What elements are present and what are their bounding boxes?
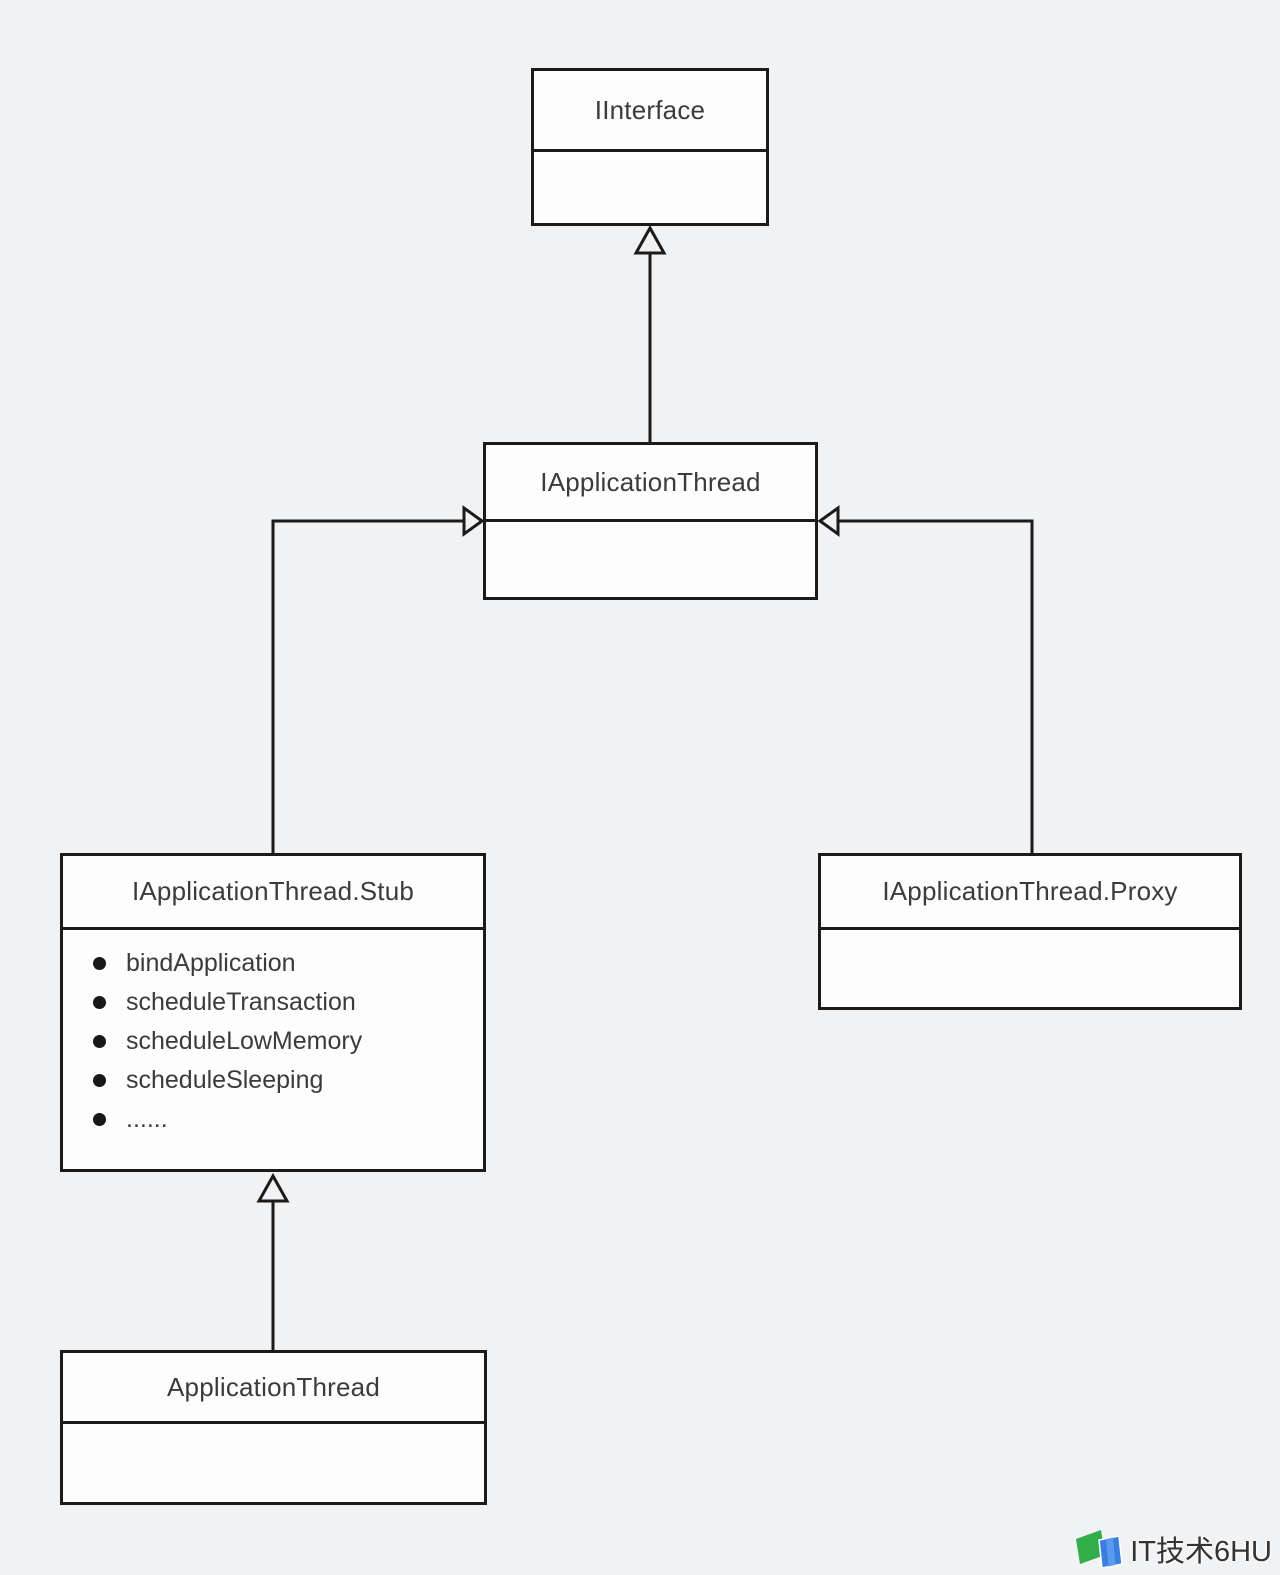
hollow-triangle-arrowhead-icon [633,224,667,255]
class-node-proxy: IApplicationThread.Proxy [818,853,1242,1010]
generalization-arrow-iapplicationthread-to-iinterface [633,224,667,442]
method-list-item: scheduleLowMemory [93,1022,473,1061]
hollow-triangle-arrowhead-icon [817,505,840,537]
generalization-arrow-stub-to-iapplicationthread [271,505,485,853]
class-body-empty [821,930,1239,1007]
bullet-dot-icon [93,1035,106,1048]
method-label: scheduleLowMemory [126,1027,363,1055]
method-label: ...... [126,1105,168,1133]
class-title: IInterface [534,71,766,152]
hollow-triangle-arrowhead-icon [256,1172,290,1203]
bullet-dot-icon [93,1113,106,1126]
bullet-dot-icon [93,996,106,1009]
class-title: IApplicationThread.Stub [63,856,483,930]
method-label: scheduleTransaction [126,988,356,1016]
class-title: IApplicationThread.Proxy [821,856,1239,930]
class-node-stub: IApplicationThread.Stub bindApplication … [60,853,486,1172]
class-title: IApplicationThread [486,445,815,522]
bullet-dot-icon [93,1074,106,1087]
watermark: IT技术6HU [1073,1527,1272,1571]
class-body-empty [63,1424,484,1502]
generalization-arrow-proxy-to-iapplicationthread [817,505,1034,853]
method-list-item: scheduleSleeping [93,1061,473,1100]
class-node-iinterface: IInterface [531,68,769,226]
method-label: scheduleSleeping [126,1066,324,1094]
method-list-item: bindApplication [93,944,473,983]
method-list: bindApplication scheduleTransaction sche… [63,930,483,1139]
method-label: bindApplication [126,949,296,977]
class-title: ApplicationThread [63,1353,484,1424]
class-body-methods: bindApplication scheduleTransaction sche… [63,930,483,1169]
class-node-iapplicationthread: IApplicationThread [483,442,818,600]
hollow-triangle-arrowhead-icon [462,505,485,537]
class-body-empty [486,522,815,597]
generalization-arrow-applicationthread-to-stub [256,1172,290,1350]
method-list-item: ...... [93,1100,473,1139]
class-body-empty [534,152,766,223]
it6hu-logo-icon [1076,1530,1124,1569]
bullet-dot-icon [93,957,106,970]
watermark-text: IT技术6HU [1130,1536,1272,1568]
class-node-applicationthread: ApplicationThread [60,1350,487,1505]
method-list-item: scheduleTransaction [93,983,473,1022]
